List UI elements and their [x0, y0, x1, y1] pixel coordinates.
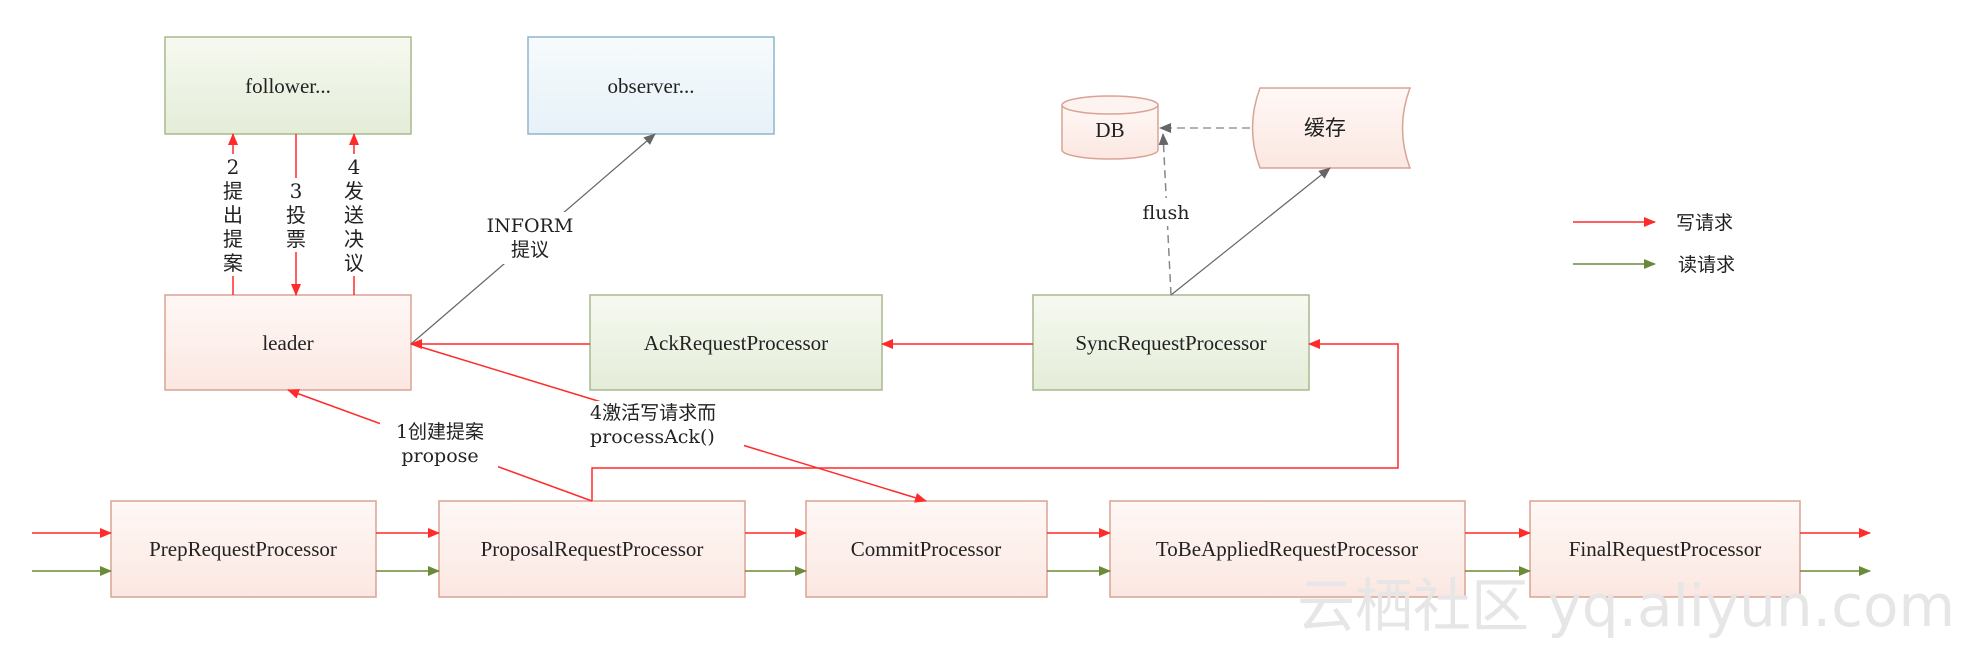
- ack-processor-node: AckRequestProcessor: [589, 294, 883, 391]
- prep-processor-node: PrepRequestProcessor: [110, 500, 377, 598]
- final-processor-label: FinalRequestProcessor: [1569, 537, 1761, 561]
- flush-arrow: flush: [1135, 133, 1197, 296]
- legend-read: 读请求: [1573, 254, 1735, 276]
- sync-processor-label: SyncRequestProcessor: [1075, 331, 1266, 355]
- final-processor-node: FinalRequestProcessor: [1529, 500, 1801, 598]
- cache-node: 缓存: [1251, 87, 1412, 169]
- ack-processor-label: AckRequestProcessor: [644, 331, 828, 355]
- step4-char: 4: [348, 155, 361, 179]
- sync-to-cache-arrow: [1170, 167, 1331, 296]
- step4-label: 4 发 送 决 议: [342, 154, 366, 276]
- step4-char: 发: [344, 179, 364, 203]
- proposal-to-sync-arrow: [591, 339, 1399, 501]
- step2-label: 2 提 出 提 案: [221, 154, 245, 276]
- proposal-processor-node: ProposalRequestProcessor: [438, 500, 746, 598]
- db-node: DB: [1061, 95, 1159, 160]
- inform-arrow: INFORM 提议: [410, 133, 656, 345]
- commit-processor-node: CommitProcessor: [805, 500, 1048, 598]
- tobeapplied-processor-label: ToBeAppliedRequestProcessor: [1156, 537, 1418, 561]
- inform-label: INFORM: [487, 215, 574, 237]
- sync-processor-node: SyncRequestProcessor: [1032, 294, 1310, 391]
- inform-sublabel: 提议: [511, 239, 549, 261]
- observer-node: observer...: [527, 36, 775, 135]
- leader-node: leader: [164, 294, 412, 391]
- activate-label: 4激活写请求而: [590, 402, 716, 424]
- legend-write-label: 写请求: [1676, 212, 1733, 234]
- legend-read-label: 读请求: [1678, 254, 1735, 276]
- step2-char: 提: [223, 227, 243, 251]
- activate-sublabel: processAck(): [590, 426, 715, 448]
- prep-processor-label: PrepRequestProcessor: [149, 537, 337, 561]
- legend-write: 写请求: [1573, 212, 1733, 234]
- propose-label: 1创建提案: [396, 421, 484, 443]
- watermark: 云栖社区 yq.aliyun.com: [1297, 572, 1955, 640]
- legend: 写请求 读请求: [1573, 212, 1735, 276]
- leader-label: leader: [262, 331, 313, 355]
- observer-label: observer...: [608, 74, 695, 98]
- step3-char: 投: [286, 203, 306, 227]
- step3-char: 票: [286, 227, 306, 251]
- propose-sublabel: propose: [401, 445, 478, 467]
- step2-char: 出: [223, 203, 243, 227]
- step3-char: 3: [290, 179, 303, 203]
- tobeapplied-processor-node: ToBeAppliedRequestProcessor: [1109, 500, 1466, 598]
- cache-label: 缓存: [1304, 116, 1346, 140]
- db-label: DB: [1095, 118, 1124, 142]
- step4-char: 决: [344, 227, 364, 251]
- follower-label: follower...: [245, 74, 331, 98]
- step4-char: 议: [344, 251, 364, 275]
- step3-label: 3 投 票: [284, 178, 308, 252]
- proposal-processor-label: ProposalRequestProcessor: [481, 537, 704, 561]
- step2-char: 2: [227, 155, 240, 179]
- follower-node: follower...: [164, 36, 412, 135]
- flush-label: flush: [1143, 202, 1190, 224]
- step4-char: 送: [344, 203, 364, 227]
- propose-arrow: 1创建提案 propose: [287, 389, 593, 502]
- step2-char: 提: [223, 179, 243, 203]
- commit-processor-label: CommitProcessor: [851, 537, 1002, 561]
- step2-char: 案: [223, 251, 243, 275]
- activate-arrow: 4激活写请求而 processAck(): [410, 343, 927, 503]
